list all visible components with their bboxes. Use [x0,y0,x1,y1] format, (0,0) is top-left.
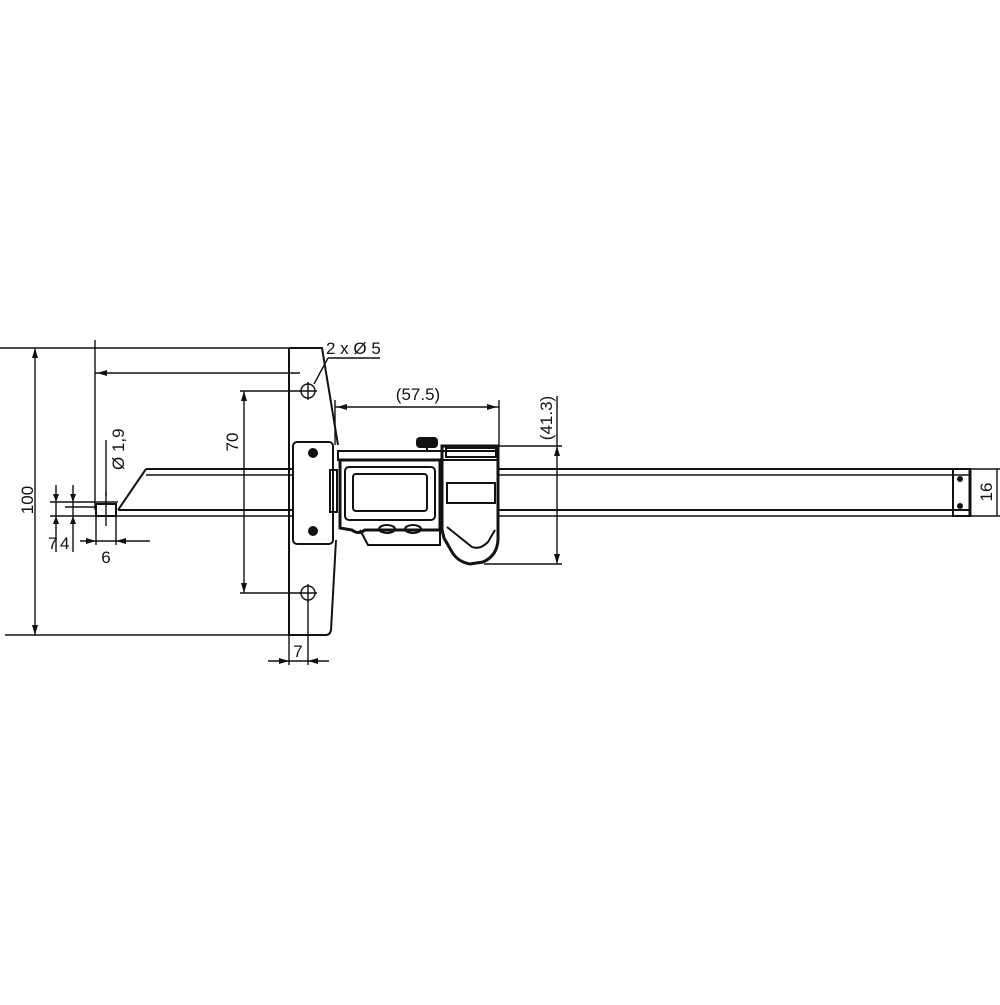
dimensions: 100 70 2 x Ø 5 (57.5) (41.3) [0,339,1000,665]
dim-display-width: (57.5) [396,385,440,404]
main-beam [117,468,972,517]
dim-beam-height: 16 [977,483,996,502]
button-right-icon [404,524,422,534]
hole-top-icon [299,382,317,400]
dim-body-height: (41.3) [537,396,556,440]
dim-hook-offset-b: 4 [60,534,69,553]
dim-hook-diameter: Ø 1,9 [109,428,128,470]
hole-bottom-icon [299,584,317,602]
digital-body [337,437,500,566]
dim-hook-offset-a: 7 [48,534,57,553]
dim-hole-spacing: 70 [223,433,242,452]
clamp-block [292,441,338,545]
button-left-icon [378,524,396,534]
dim-hook-length: 6 [101,548,110,567]
dim-overall-height: 100 [18,486,37,514]
dim-base-thickness: 7 [293,642,302,661]
base-plate [288,347,339,636]
dim-holes: 2 x Ø 5 [326,339,381,358]
